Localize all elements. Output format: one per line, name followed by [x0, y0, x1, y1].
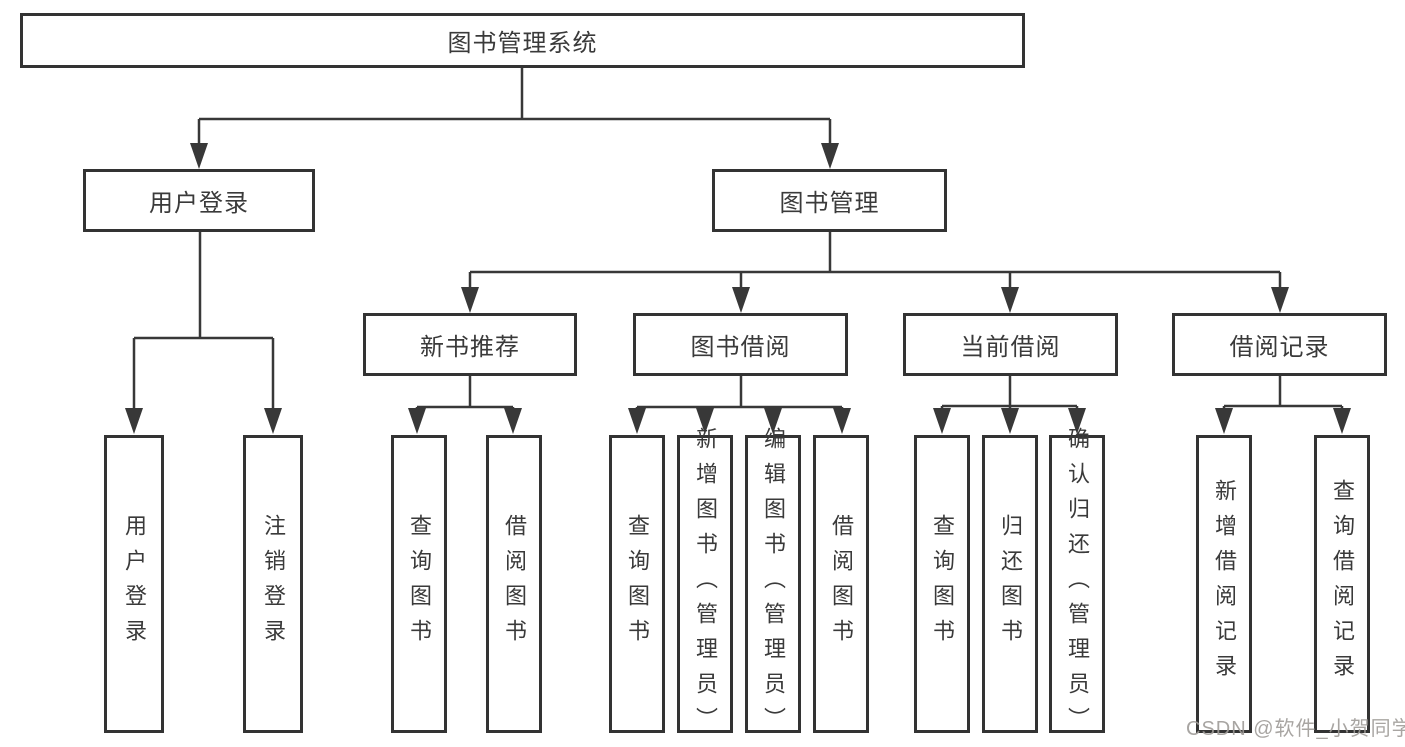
node-edit-book-admin: 编辑图书（管理员）: [745, 427, 801, 742]
node-return-book: 归还图书: [982, 435, 1038, 733]
node-query-borrow-record: 查询借阅记录: [1314, 435, 1370, 733]
node-label: 图书借阅: [690, 334, 791, 361]
node-user-login: 用户登录: [83, 169, 315, 232]
node-label: 查询图书: [625, 514, 650, 654]
node-borrow-books-borrowing: 借阅图书: [813, 435, 869, 733]
node-logout-leaf: 注销登录: [243, 435, 303, 733]
node-label: 查询图书: [930, 514, 955, 654]
node-label: 查询图书: [407, 514, 432, 654]
node-label: 注销登录: [261, 514, 286, 654]
node-query-books-recommend: 查询图书: [391, 435, 447, 733]
arrowheads: [125, 143, 1351, 434]
node-root-system: 图书管理系统: [20, 13, 1025, 68]
node-label: 图书管理: [779, 190, 880, 217]
node-label: 用户登录: [149, 190, 249, 217]
node-label: 图书管理系统: [447, 30, 598, 57]
node-label: 新书推荐: [420, 334, 520, 361]
node-book-management: 图书管理: [712, 169, 947, 232]
node-label: 编辑图书（管理员）: [761, 426, 786, 742]
node-label: 确认归还（管理员）: [1065, 426, 1090, 742]
node-confirm-return-admin: 确认归还（管理员）: [1049, 427, 1105, 742]
node-label: 借阅记录: [1229, 334, 1330, 361]
node-label: 新增借阅记录: [1212, 479, 1237, 689]
node-label: 查询借阅记录: [1330, 479, 1355, 689]
node-label: 归还图书: [998, 514, 1023, 654]
node-add-borrow-record: 新增借阅记录: [1196, 435, 1252, 733]
node-query-books-borrowing: 查询图书: [609, 435, 665, 733]
node-borrow-books-recommend: 借阅图书: [486, 435, 542, 733]
csdn-watermark: CSDN @软件_小贺同学: [1186, 718, 1405, 740]
node-label: 新增图书（管理员）: [693, 426, 718, 742]
node-new-book-recommendation: 新书推荐: [363, 313, 577, 376]
node-current-borrowing: 当前借阅: [903, 313, 1118, 376]
node-borrowing-records: 借阅记录: [1172, 313, 1387, 376]
node-book-borrowing: 图书借阅: [633, 313, 848, 376]
node-query-books-current: 查询图书: [914, 435, 970, 733]
node-label: 当前借阅: [960, 334, 1061, 361]
node-user-login-leaf: 用户登录: [104, 435, 164, 733]
node-label: 借阅图书: [502, 514, 527, 654]
node-label: 借阅图书: [829, 514, 854, 654]
node-add-book-admin: 新增图书（管理员）: [677, 427, 733, 742]
node-label: 用户登录: [122, 514, 147, 654]
